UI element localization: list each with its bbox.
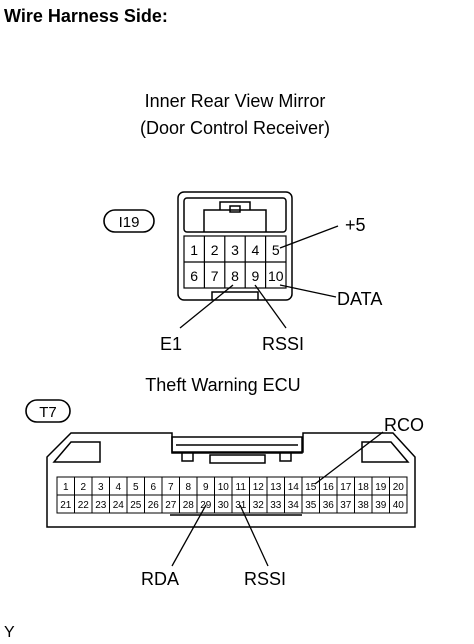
- i19-pin-grid: [183, 235, 287, 289]
- t7-pin-37: 37: [340, 500, 352, 511]
- i19-code-badge: I19: [103, 209, 155, 233]
- t7-pin-19: 19: [375, 482, 387, 493]
- t7-pin-39: 39: [375, 500, 387, 511]
- t7-pin-2: 2: [80, 482, 86, 493]
- t7-pin-22: 22: [78, 500, 90, 511]
- i19-label-e1: E1: [160, 334, 182, 354]
- t7-code-badge: T7: [25, 399, 71, 423]
- t7-connector-body: [46, 432, 416, 528]
- t7-pin-33: 33: [270, 500, 282, 511]
- t7-pin-15: 15: [305, 482, 317, 493]
- i19-label-data: DATA: [337, 289, 382, 309]
- i19-connector-name: Inner Rear View Mirror: [145, 91, 326, 111]
- t7-pin-21: 21: [60, 500, 72, 511]
- t7-pin-25: 25: [130, 500, 142, 511]
- t7-code-text: T7: [39, 404, 57, 421]
- t7-pin-12: 12: [253, 482, 265, 493]
- i19-pin-7: 7: [211, 268, 219, 284]
- t7-pin-3: 3: [98, 482, 104, 493]
- i19-connector-subname: (Door Control Receiver): [140, 118, 330, 138]
- t7-pin-34: 34: [288, 500, 300, 511]
- page-title: Wire Harness Side:: [4, 6, 168, 26]
- t7-pin-31: 31: [235, 500, 247, 511]
- t7-pin-4: 4: [115, 482, 121, 493]
- t7-pin-30: 30: [218, 500, 230, 511]
- t7-pin-35: 35: [305, 500, 317, 511]
- t7-pin-23: 23: [95, 500, 107, 511]
- i19-pin-9: 9: [252, 268, 260, 284]
- i19-pin-2: 2: [211, 242, 219, 258]
- t7-pin-grid: [56, 476, 408, 514]
- i19-pin-3: 3: [231, 242, 239, 258]
- t7-pin-6: 6: [150, 482, 156, 493]
- t7-pin-8: 8: [185, 482, 191, 493]
- i19-label-plus5: +5: [345, 215, 366, 235]
- t7-pin-17: 17: [340, 482, 352, 493]
- t7-pin-16: 16: [323, 482, 335, 493]
- t7-pin-1: 1: [63, 482, 69, 493]
- i19-pin-8: 8: [231, 268, 239, 284]
- t7-leader-lines: [171, 431, 384, 567]
- footer-mark: Y: [4, 624, 15, 641]
- t7-pin-7: 7: [168, 482, 174, 493]
- i19-leader-lines: [179, 225, 339, 329]
- i19-pin-5: 5: [272, 242, 280, 258]
- t7-pin-5: 5: [133, 482, 139, 493]
- i19-pin-1: 1: [190, 242, 198, 258]
- t7-pin-18: 18: [358, 482, 370, 493]
- t7-pin-20: 20: [393, 482, 405, 493]
- t7-label-rssi: RSSI: [244, 569, 286, 589]
- i19-connector-body: [177, 191, 293, 301]
- i19-pin-6: 6: [190, 268, 198, 284]
- t7-pin-13: 13: [270, 482, 282, 493]
- t7-pin-27: 27: [165, 500, 177, 511]
- t7-pin-14: 14: [288, 482, 300, 493]
- t7-pin-26: 26: [148, 500, 160, 511]
- t7-pin-11: 11: [236, 482, 247, 493]
- t7-pin-28: 28: [183, 500, 195, 511]
- t7-connector-name: Theft Warning ECU: [145, 375, 300, 395]
- t7-pin-9: 9: [203, 482, 209, 493]
- i19-label-rssi: RSSI: [262, 334, 304, 354]
- t7-pin-32: 32: [253, 500, 265, 511]
- t7-pin-38: 38: [358, 500, 370, 511]
- i19-pin-4: 4: [252, 242, 260, 258]
- i19-pin-10: 10: [268, 268, 284, 284]
- t7-pin-36: 36: [323, 500, 335, 511]
- t7-pin-10: 10: [218, 482, 230, 493]
- t7-label-rco: RCO: [384, 415, 424, 435]
- i19-code-text: I19: [119, 214, 140, 231]
- t7-pin-24: 24: [113, 500, 125, 511]
- t7-label-rda: RDA: [141, 569, 179, 589]
- t7-pin-40: 40: [393, 500, 405, 511]
